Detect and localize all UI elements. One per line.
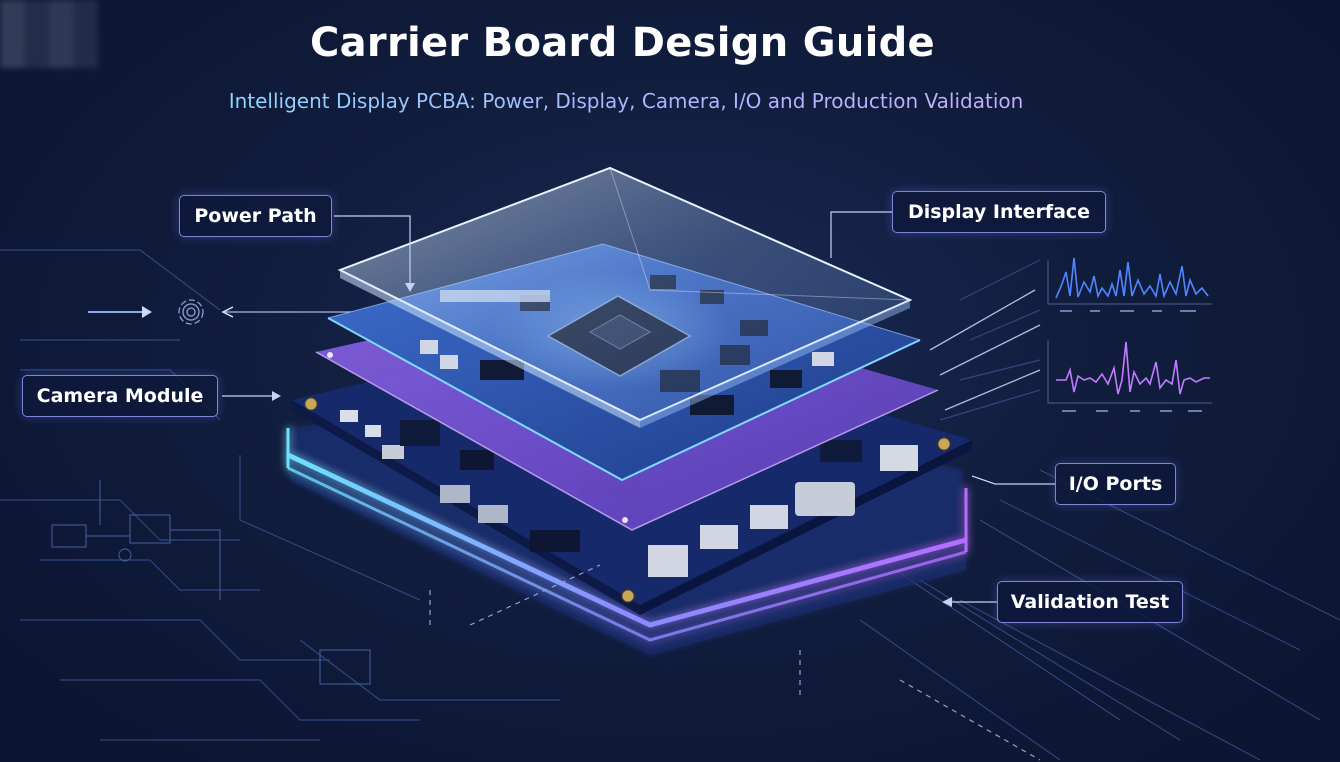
page-title: Carrier Board Design Guide [309, 20, 935, 66]
fingerprint-icon [178, 299, 204, 325]
background-circuit-traces [0, 249, 1340, 761]
callout-camera-module: Camera Module [22, 375, 218, 417]
board-components [340, 410, 918, 577]
blue-waveform-chart [1047, 257, 1212, 312]
callout-display-interface: Display Interface [892, 191, 1106, 233]
callout-power-path: Power Path [179, 195, 332, 237]
callout-validation-test: Validation Test [997, 581, 1183, 623]
dashed-flow-arrows [429, 564, 1041, 761]
connector-arrowheads [272, 283, 952, 607]
glass-display-panel [337, 166, 913, 428]
page-subtitle: Intelligent Display PCBA: Power, Display… [0, 89, 1252, 113]
callout-connectors [222, 211, 1056, 603]
callout-io-ports: I/O Ports [1055, 463, 1176, 505]
right-signal-arrows [929, 289, 1041, 411]
violet-waveform-chart [1047, 340, 1212, 412]
background-schematic-blocks [51, 480, 371, 685]
left-signal-arrow [88, 306, 152, 318]
blurred-watermark [0, 0, 98, 68]
